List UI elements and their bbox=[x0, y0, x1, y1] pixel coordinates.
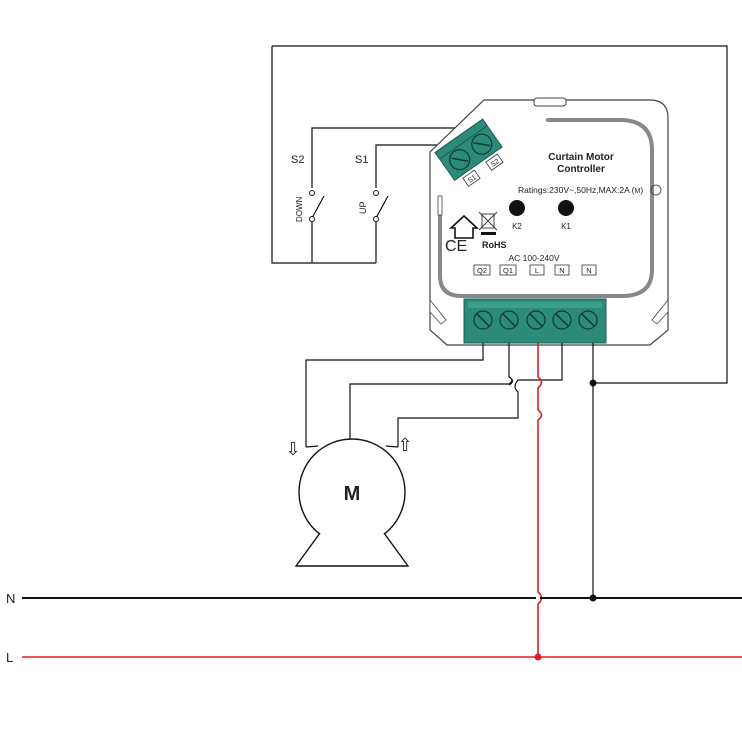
house-icon bbox=[448, 214, 480, 239]
controller-title-line1: Curtain Motor bbox=[548, 152, 614, 163]
output-terminal-block bbox=[463, 298, 607, 344]
motor-down-arrow-icon: ⇩ bbox=[285, 439, 300, 459]
live-wire-vertical bbox=[537, 343, 543, 657]
switch-terminal-label-s1: S1 bbox=[467, 174, 478, 185]
mains-live: L bbox=[6, 650, 742, 665]
switch-wiring bbox=[311, 127, 458, 263]
switch-s2-direction: DOWN bbox=[295, 196, 304, 222]
terminal-labels: Q2 Q1 L N N bbox=[473, 264, 597, 276]
motor-label: M bbox=[344, 483, 361, 505]
terminal-label-n1: N bbox=[559, 266, 564, 275]
switch-terminal-label-s2: S2 bbox=[490, 158, 501, 169]
controller-title-line2: Controller bbox=[557, 164, 605, 175]
wall-box-left-edge bbox=[271, 46, 376, 264]
terminal-label-q1: Q1 bbox=[503, 266, 513, 275]
mains-live-label: L bbox=[6, 650, 13, 665]
junction-dot-box bbox=[589, 379, 597, 387]
mains-neutral-label: N bbox=[6, 591, 15, 606]
motor-base bbox=[294, 532, 410, 567]
button-k1[interactable] bbox=[558, 200, 574, 216]
ac-range: AC 100-240V bbox=[508, 253, 559, 263]
switch-s2-label: S2 bbox=[291, 154, 304, 166]
button-k2-label: K2 bbox=[512, 222, 522, 231]
wall-box-outline bbox=[272, 45, 728, 384]
button-k1-label: K1 bbox=[561, 222, 571, 231]
ce-mark: CE bbox=[445, 238, 467, 255]
controller-rail bbox=[438, 118, 654, 298]
switch-s1: S1 UP bbox=[355, 154, 389, 222]
motor: M ⇩ ⇧ bbox=[285, 435, 413, 567]
motor-up-arrow-icon: ⇧ bbox=[397, 435, 412, 455]
mains-neutral: N bbox=[6, 591, 742, 606]
switch-s1-label: S1 bbox=[355, 154, 368, 166]
terminal-label-q2: Q2 bbox=[477, 266, 487, 275]
controller-module: Curtain Motor Controller Ratings:230V~,5… bbox=[429, 97, 669, 346]
rohs-mark: RoHS bbox=[482, 240, 507, 250]
switch-s2: S2 DOWN bbox=[291, 154, 325, 222]
terminal-screw-n1[interactable] bbox=[552, 310, 572, 330]
terminal-label-n2: N bbox=[586, 266, 591, 275]
button-k2[interactable] bbox=[509, 200, 525, 216]
terminal-screw-q1[interactable] bbox=[499, 310, 519, 330]
switch-s1-direction: UP bbox=[358, 201, 368, 214]
weee-bin-icon bbox=[478, 211, 498, 235]
ratings-motor-symbol: M bbox=[634, 188, 640, 195]
terminal-screw-n2[interactable] bbox=[578, 310, 598, 330]
terminal-screw-l[interactable] bbox=[526, 310, 546, 330]
terminal-label-l: L bbox=[535, 266, 539, 275]
terminal-screw-q2[interactable] bbox=[473, 310, 493, 330]
ratings-text: Ratings:230V~,50Hz,MAX:2A (M) bbox=[518, 185, 643, 195]
ratings-motor-circle-icon bbox=[650, 184, 662, 196]
switch-terminal-block: S1 S2 bbox=[434, 118, 504, 187]
